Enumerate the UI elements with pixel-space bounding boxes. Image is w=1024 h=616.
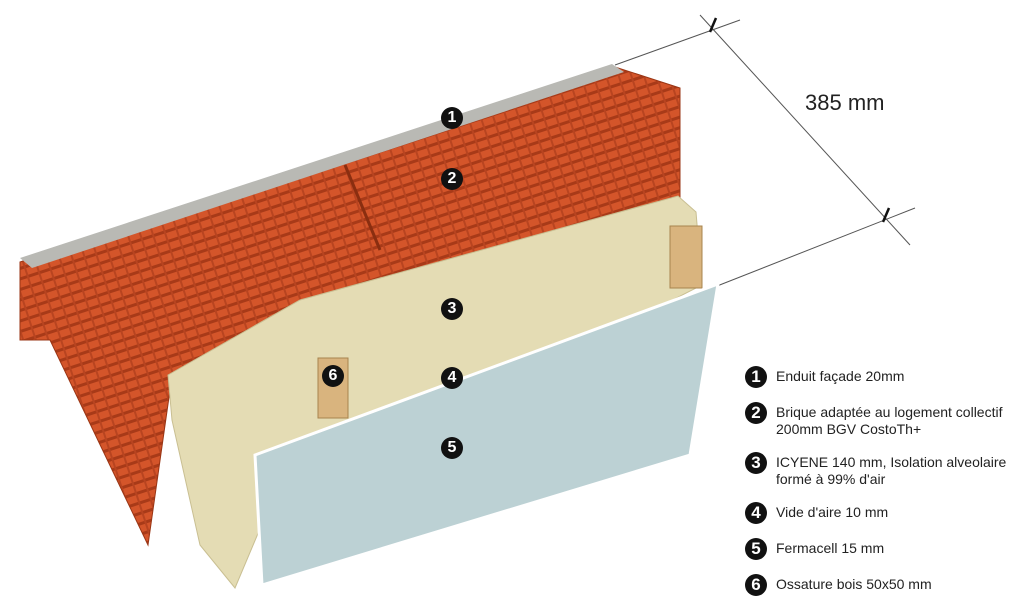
legend-number: 4 [745,502,767,524]
legend-item: 6 Ossature bois 50x50 mm [745,574,1024,596]
legend-text: Vide d'aire 10 mm [776,504,889,520]
legend-text: ICYENE 140 mm, Isolation alveolaire form… [776,454,1007,487]
fermacell-panel [253,281,720,587]
legend-number: 1 [745,366,767,388]
marker-3: 3 [441,298,463,320]
legend-number: 6 [745,574,767,596]
legend-number: 3 [745,452,767,474]
legend-item: 5 Fermacell 15 mm [745,538,1024,560]
wood-post [669,225,703,289]
legend-number: 2 [745,402,767,424]
legend-text: Ossature bois 50x50 mm [776,576,932,592]
legend-number: 5 [745,538,767,560]
legend-item: 3 ICYENE 140 mm, Isolation alveolaire for… [745,452,1024,488]
legend-item: 2 Brique adaptée au logement collectif 20… [745,402,1024,438]
thickness-dimension: 385 mm [805,90,885,115]
legend-text: Fermacell 15 mm [776,540,885,556]
legend-text: Enduit façade 20mm [776,368,905,384]
legend-item: 4 Vide d'aire 10 mm [745,502,1024,524]
enduit-layer [20,64,624,268]
marker-6: 6 [322,365,344,387]
legend: 1 Enduit façade 20mm 2 Brique adaptée au l… [745,366,1024,610]
legend-item: 1 Enduit façade 20mm [745,366,1024,388]
marker-2: 2 [441,168,463,190]
marker-4: 4 [441,367,463,389]
marker-1: 1 [441,107,463,129]
dimension-lines [614,14,916,289]
marker-5: 5 [441,437,463,459]
legend-text: Brique adaptée au logement collectif 200… [776,404,1003,437]
